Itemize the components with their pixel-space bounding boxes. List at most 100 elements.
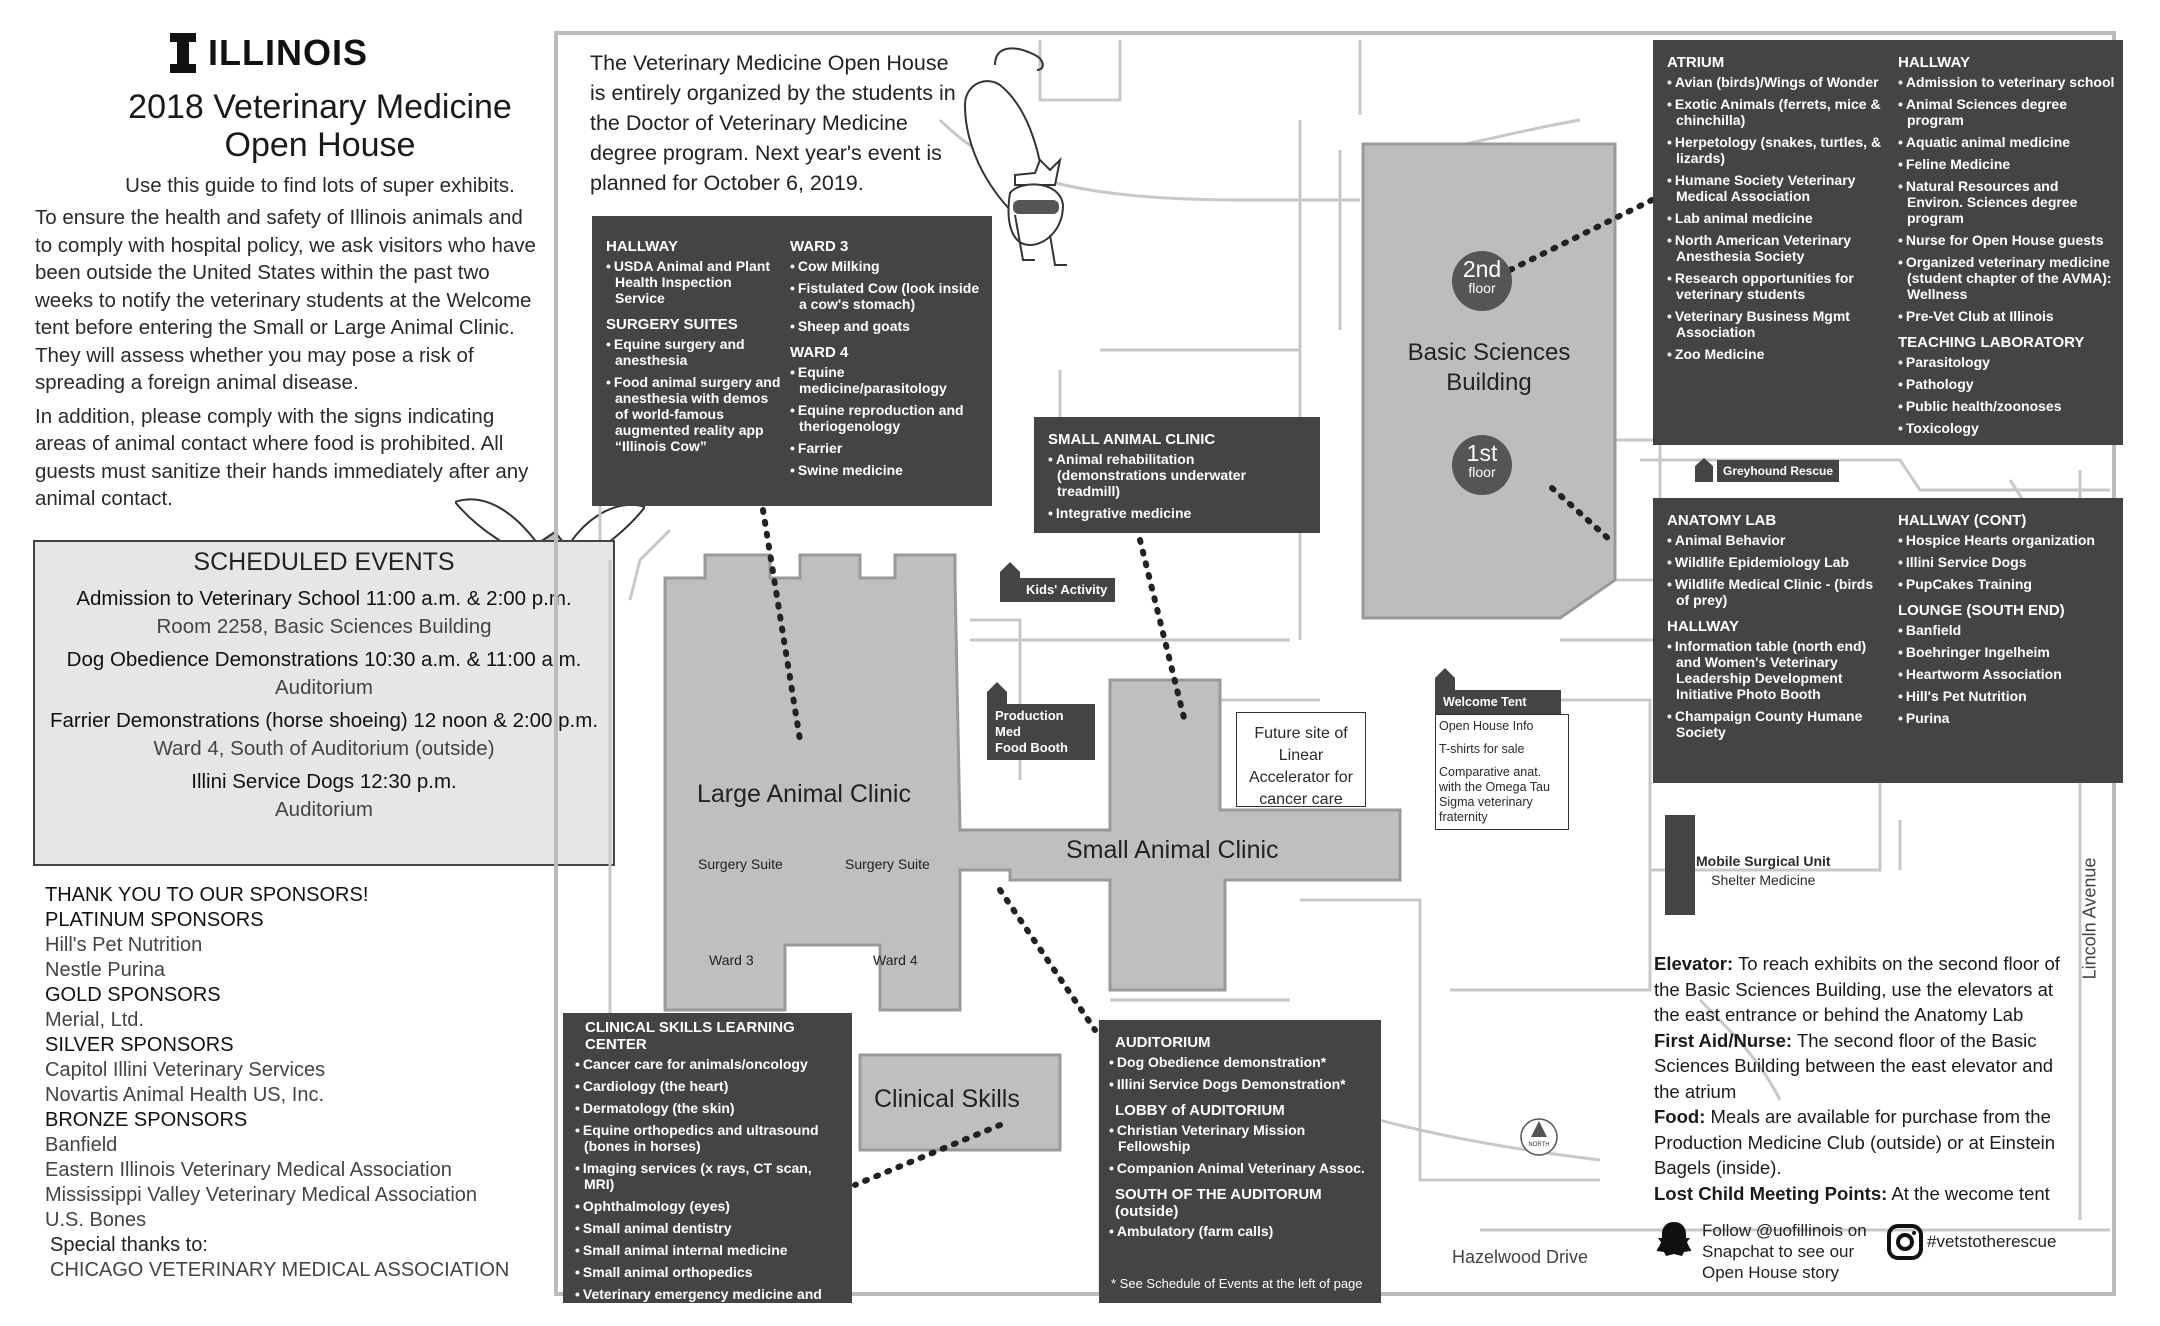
- building-icon: [1435, 668, 1455, 690]
- exhibit-item: Pathology: [1898, 376, 2116, 392]
- floor-2-marker: 2nd floor: [1452, 251, 1512, 311]
- exhibit-item: Parasitology: [1898, 354, 2116, 370]
- section-heading: LOUNGE (SOUTH END): [1898, 602, 2065, 619]
- exhibit-item: Cow Milking: [790, 258, 980, 274]
- exhibit-item: PupCakes Training: [1898, 576, 2113, 592]
- event-sub: Ward 4, South of Auditorium (outside): [153, 737, 495, 760]
- exhibit-item: Zoo Medicine: [1667, 346, 1887, 362]
- exhibit-item: Banfield: [1898, 622, 2113, 638]
- exhibit-item: Lab animal medicine: [1667, 210, 1887, 226]
- exhibit-item: Wildlife Medical Clinic - (birds of prey…: [1667, 576, 1877, 608]
- sponsor-tier: GOLD SPONSORS: [45, 984, 221, 1006]
- greyhound-label: Greyhound Rescue: [1717, 460, 1840, 482]
- exhibit-item: Hill's Pet Nutrition: [1898, 688, 2113, 704]
- exhibit-item: Aquatic animal medicine: [1898, 134, 2116, 150]
- exhibit-item: Animal Behavior: [1667, 532, 1877, 548]
- exhibit-item: Integrative medicine: [1048, 505, 1306, 521]
- exhibit-item: Illini Service Dogs: [1898, 554, 2113, 570]
- exhibit-item: Dermatology (the skin): [575, 1100, 840, 1116]
- exhibit-item: Equine medicine/parasitology: [790, 364, 980, 396]
- section-heading: HALLWAY: [606, 238, 678, 255]
- exhibit-item: Small animal internal medicine: [575, 1242, 840, 1258]
- north-arrow-icon: [1520, 1118, 1558, 1156]
- event-item: Farrier Demonstrations (horse shoeing) 1…: [35, 709, 613, 761]
- exhibit-item: USDA Animal and Plant Health Inspection …: [606, 258, 781, 306]
- exhibit-item: Cardiology (the heart): [575, 1078, 840, 1094]
- event-sub: Room 2258, Basic Sciences Building: [156, 615, 492, 638]
- exhibit-item: Equine orthopedics and ultrasound (bones…: [575, 1122, 840, 1154]
- exhibit-item: Equine surgery and anesthesia: [606, 336, 781, 368]
- exhibit-item: Champaign County Humane Society: [1667, 708, 1877, 740]
- exhibit-item: Equine reproduction and theriogenology: [790, 402, 980, 434]
- exhibit-item: Nurse for Open House guests: [1898, 232, 2116, 248]
- food-info: Food: Meals are available for purchase f…: [1654, 1104, 2064, 1181]
- exhibit-item: Small animal dentistry: [575, 1220, 840, 1236]
- sponsor-name: Novartis Animal Health US, Inc.: [45, 1084, 324, 1106]
- event-sub: Auditorium: [275, 798, 373, 821]
- surgery-suite-label: Surgery Suite: [698, 856, 783, 872]
- welcome-tent-item: Comparative anat. with the Omega Tau Sig…: [1439, 765, 1550, 824]
- subtitle: Use this guide to find lots of super exh…: [125, 174, 515, 197]
- section-heading: CLINICAL SKILLS LEARNING CENTER: [585, 1019, 795, 1053]
- ward3-label: Ward 3: [709, 952, 754, 968]
- scheduled-events-box: SCHEDULED EVENTS Admission to Veterinary…: [33, 540, 615, 866]
- section-heading: SURGERY SUITES: [606, 316, 738, 333]
- cat-mascot: [963, 47, 1067, 266]
- section-heading: SOUTH OF THE AUDITORUM (outside): [1115, 1186, 1322, 1220]
- intro-text: To ensure the health and safety of Illin…: [35, 204, 545, 513]
- lostchild-info: Lost Child Meeting Points: At the wecome…: [1654, 1181, 2064, 1207]
- building-icon: [1695, 458, 1713, 482]
- event-main: Dog Obedience Demonstrations 10:30 a.m. …: [66, 648, 582, 671]
- event-item: Illini Service Dogs 12:30 p.m. Auditoriu…: [35, 770, 613, 822]
- mobile-surgical-unit: [1665, 815, 1695, 915]
- intro-p2: In addition, please comply with the sign…: [35, 404, 529, 511]
- visitor-info: Elevator: To reach exhibits on the secon…: [1654, 951, 2064, 1206]
- sponsor-tier: PLATINUM SPONSORS: [45, 909, 264, 931]
- snapchat-follow[interactable]: Follow @uofillinois on Snapchat to see o…: [1656, 1220, 1882, 1283]
- production-med-booth: Production Med Food Booth: [987, 682, 1095, 760]
- production-med-line2: Food Booth: [995, 740, 1068, 755]
- floor-word: floor: [1468, 464, 1496, 480]
- future-site-label: Future site of Linear Accelerator for ca…: [1248, 725, 1354, 808]
- large-animal-clinic-building: [663, 553, 1402, 1012]
- page-title: 2018 Veterinary Medicine Open House: [40, 88, 600, 164]
- exhibit-item: Organized veterinary medicine (student c…: [1898, 254, 2116, 302]
- lincoln-avenue-label: Lincoln Avenue: [2079, 857, 2100, 980]
- elevator-info: Elevator: To reach exhibits on the secon…: [1654, 951, 2064, 1028]
- exhibit-item: Imaging services (x rays, CT scan, MRI): [575, 1160, 840, 1192]
- north-arrow: NORTH: [1519, 1117, 1559, 1157]
- event-item: Admission to Veterinary School 11:00 a.m…: [35, 587, 613, 639]
- surgery-suite-label: Surgery Suite: [845, 856, 930, 872]
- event-main: Illini Service Dogs 12:30 p.m.: [191, 770, 457, 793]
- sponsor-name: Hill's Pet Nutrition: [45, 934, 203, 956]
- exhibit-item: Cancer care for animals/oncology: [575, 1056, 840, 1072]
- exhibit-item: Christian Veterinary Mission Fellowship: [1109, 1122, 1371, 1154]
- sponsor-name: Eastern Illinois Veterinary Medical Asso…: [45, 1159, 452, 1181]
- shelter-label: Shelter Medicine: [1711, 872, 1816, 888]
- exhibit-item: Food animal surgery and anesthesia with …: [606, 374, 781, 454]
- elevator-text: To reach exhibits on the second floor of…: [1654, 953, 2060, 1025]
- sponsor-name: Banfield: [45, 1134, 118, 1156]
- kids-activity-label: Kids' Activity: [1018, 578, 1116, 602]
- clinical-skills-exhibits: CLINICAL SKILLS LEARNING CENTER Cancer c…: [563, 1013, 852, 1318]
- basic-sciences-building: [1361, 142, 1617, 620]
- floor-number: 1st: [1466, 440, 1498, 466]
- welcome-tent: Welcome Tent Open House Info T-shirts fo…: [1435, 668, 1569, 830]
- basic-sciences-1st-floor-exhibits: ANATOMY LAB Animal Behavior Wildlife Epi…: [1653, 498, 2123, 783]
- events-title: SCHEDULED EVENTS: [193, 548, 455, 576]
- welcome-tent-list: Open House Info T-shirts for sale Compar…: [1435, 714, 1569, 830]
- exhibit-item: Swine medicine: [790, 462, 980, 478]
- sponsors: THANK YOU TO OUR SPONSORS! PLATINUM SPON…: [45, 883, 605, 1283]
- exhibit-item: North American Veterinary Anesthesia Soc…: [1667, 232, 1887, 264]
- floor-1-marker: 1st floor: [1452, 435, 1512, 495]
- title-line2: Open House: [224, 126, 416, 164]
- exhibit-item: Ophthalmology (eyes): [575, 1198, 840, 1214]
- instagram-follow[interactable]: #vetstotherescue: [1887, 1224, 2056, 1260]
- exhibit-item: Farrier: [790, 440, 980, 456]
- lostchild-label: Lost Child Meeting Points:: [1654, 1182, 1888, 1204]
- section-heading: TEACHING LABORATORY: [1898, 334, 2085, 351]
- illinois-logo: ILLINOIS: [170, 32, 368, 74]
- exhibit-item: Humane Society Veterinary Medical Associ…: [1667, 172, 1887, 204]
- exhibit-item: Small animal orthopedics: [575, 1264, 840, 1280]
- auditorium-footnote: * See Schedule of Events at the left of …: [1111, 1276, 1363, 1291]
